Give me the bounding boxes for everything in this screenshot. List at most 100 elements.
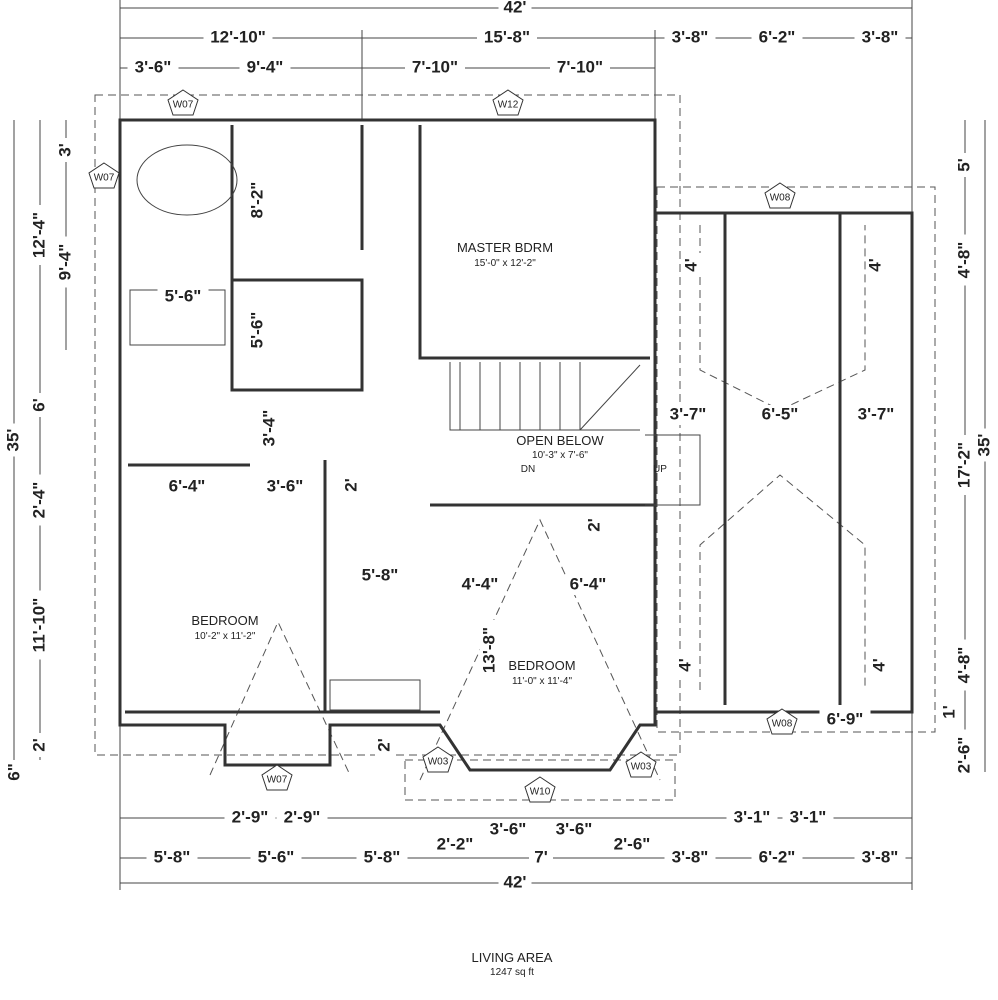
dimension-label-top: 6'-2"	[759, 27, 796, 46]
dimension-label-interior: 3'-7"	[670, 404, 707, 423]
dimension-label-background	[5, 760, 25, 784]
window-tag-label: W07	[94, 173, 115, 184]
dimension-label-left: 2'	[29, 738, 48, 752]
dimension-label-background	[751, 848, 803, 868]
dimension-label-background	[585, 513, 605, 537]
dimension-label-background	[260, 402, 280, 454]
window-tag-label: W12	[498, 100, 519, 111]
dimension-label-background	[664, 28, 716, 48]
dimension-label-right: 1'	[939, 705, 958, 719]
dimension-label-left: 35'	[3, 429, 22, 452]
dimension-label-background	[955, 234, 975, 286]
dimension-label-right: 5'	[954, 158, 973, 172]
dimension-label-background	[854, 848, 906, 868]
walls	[118, 118, 914, 772]
dimension-label-interior: 4'	[865, 258, 884, 272]
dimension-label-interior: 6'-4"	[570, 574, 607, 593]
window-tag-label: W03	[428, 757, 449, 768]
dimension-label-left: 3'	[55, 143, 74, 157]
dimension-label-bottom: 5'-6"	[258, 847, 295, 866]
dimension-label-right: 4'-8"	[954, 242, 973, 279]
dimension-label-background	[955, 435, 975, 495]
dimension-label-background	[662, 405, 714, 425]
dimension-label-background	[56, 138, 76, 162]
dimension-label-interior: 6'-9"	[827, 709, 864, 728]
dimension-label-background	[239, 58, 291, 78]
dimension-label-top: 3'-8"	[862, 27, 899, 46]
window-tag-icon	[422, 746, 454, 773]
dimension-label-background	[975, 428, 995, 462]
dimension-label-top: 7'-10"	[412, 57, 458, 76]
dimension-label-top: 7'-10"	[557, 57, 603, 76]
dimension-label-interior: 3'-4"	[259, 410, 278, 447]
dimension-label-background	[682, 253, 702, 277]
dimension-label-right: 35'	[974, 434, 993, 457]
window-tag-label: W08	[772, 719, 793, 730]
dimension-label-bottom: 3'-1"	[790, 807, 827, 826]
dimension-label-background	[224, 808, 276, 828]
dimension-label-left: 6'	[29, 398, 48, 412]
dimension-label-background	[157, 287, 209, 307]
dimension-label-background	[664, 848, 716, 868]
dimension-label-background	[562, 575, 614, 595]
dimension-label-left: 11'-10"	[29, 598, 48, 653]
dimension-label-background	[955, 729, 975, 781]
dimension-label-background	[754, 405, 806, 425]
dimension-label-background	[30, 590, 50, 660]
dimension-label-interior: 2'	[374, 738, 393, 752]
dimension-label-background	[454, 575, 506, 595]
dimension-label-bottom: 7'	[534, 847, 548, 866]
dimension-label-interior: 5'-6"	[247, 312, 266, 349]
room-name-open-below: OPEN BELOW	[516, 433, 604, 448]
dimension-label-bottom: 2'-6"	[614, 834, 651, 853]
dimension-label-background	[819, 710, 871, 730]
window-tag-label: W07	[267, 775, 288, 786]
dimension-label-background	[940, 700, 960, 724]
dimension-label-interior: 4'	[681, 258, 700, 272]
dimension-label-interior: 5'-8"	[362, 565, 399, 584]
living-area-value: 1247 sq ft	[490, 967, 534, 978]
dimension-label-background	[30, 733, 50, 757]
dimension-label-bottom: 42'	[504, 872, 527, 891]
dimension-label-bottom: 2'-9"	[284, 807, 321, 826]
dimension-label-background	[276, 808, 328, 828]
window-tag-label: W10	[530, 787, 551, 798]
dimension-label-background	[4, 423, 24, 457]
dimension-label-interior: 6'-5"	[762, 404, 799, 423]
room-size-bedroom-left: 10'-2" x 11'-2"	[195, 631, 256, 642]
dimension-label-bottom: 5'-8"	[364, 847, 401, 866]
dimension-label-interior: 6'-4"	[169, 476, 206, 495]
dimension-label-background	[955, 639, 975, 691]
room-name-bedroom-right: BEDROOM	[508, 658, 575, 673]
dimension-label-top: 3'-6"	[135, 57, 172, 76]
window-tag-label: W07	[173, 100, 194, 111]
room-name-bedroom-left: BEDROOM	[191, 613, 258, 628]
dimension-label-background	[127, 58, 179, 78]
dimension-label-interior: 4'	[869, 658, 888, 672]
dimension-label-interior: 8'-2"	[247, 182, 266, 219]
room-size-master-bdrm: 15'-0" x 12'-2"	[474, 258, 536, 269]
window-tag-icon	[766, 708, 798, 735]
window-tag-icon	[261, 764, 293, 791]
dimension-label-background	[606, 835, 658, 855]
dimension-label-interior: 3'-6"	[267, 476, 304, 495]
roof-outline	[94, 94, 936, 801]
dimension-label-background	[866, 253, 886, 277]
dimension-label-interior: 3'-7"	[858, 404, 895, 423]
dimension-label-background	[480, 620, 500, 680]
dimension-label-bottom: 3'-6"	[556, 819, 593, 838]
stair-up-label: UP	[653, 464, 667, 475]
dimension-label-background	[548, 820, 600, 840]
dimension-label-interior: 4'-4"	[462, 574, 499, 593]
dimension-label-background	[56, 236, 76, 288]
dimension-labels: 42'12'-10"15'-8"3'-8"6'-2"3'-8"3'-6"9'-4…	[3, 0, 995, 893]
dimension-label-background	[477, 28, 537, 48]
dimension-label-background	[342, 473, 362, 497]
living-area-title: LIVING AREA	[472, 950, 553, 965]
window-tag-icon	[764, 182, 796, 209]
room-name-master-bdrm: MASTER BDRM	[457, 240, 553, 255]
dimension-label-background	[354, 566, 406, 586]
dimension-label-bottom: 2'-2"	[437, 834, 474, 853]
